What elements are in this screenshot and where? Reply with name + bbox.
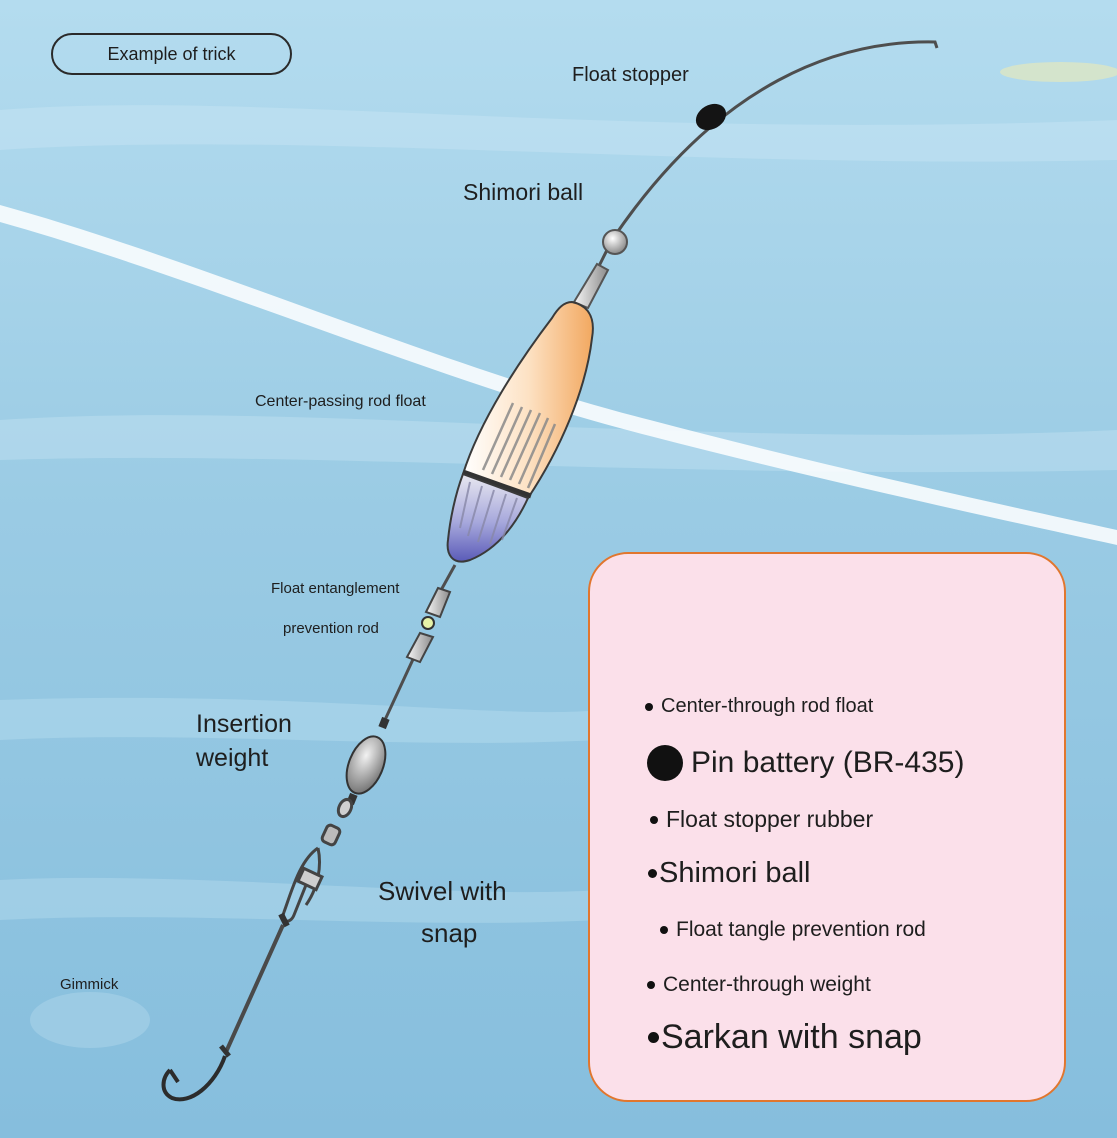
- float-entanglement-prevention-rod: [405, 586, 452, 664]
- insertion-weight: [345, 716, 390, 806]
- legend-item-label: Center-through rod float: [661, 695, 874, 717]
- label-snap: snap: [421, 918, 478, 948]
- label-prevention-rod: prevention rod: [283, 620, 379, 637]
- float-stopper-rubber: [695, 103, 727, 131]
- bullet-icon: [647, 745, 683, 781]
- legend-item-shimori-ball: Shimori ball: [648, 857, 811, 890]
- label-center-passing-rod-float: Center-passing rod float: [255, 393, 426, 410]
- label-insertion: Insertion: [196, 710, 292, 738]
- label-swivel-with: Swivel with: [378, 876, 507, 906]
- label-float-entanglement: Float entanglement: [271, 580, 400, 597]
- legend-item-float-tangle-prevention-rod: Float tangle prevention rod: [650, 918, 926, 942]
- hook: [161, 1055, 227, 1102]
- legend-item-center-through-rod-float: Center-through rod float: [645, 695, 873, 718]
- legend-item-sarkan-with-snap: Sarkan with snap: [648, 1018, 922, 1057]
- shimori-ball: [602, 229, 628, 255]
- bullet-icon: [647, 981, 655, 989]
- legend-item-label: Sarkan with snap: [661, 1018, 922, 1056]
- legend-item-label: Float tangle prevention rod: [676, 918, 926, 941]
- bullet-icon: [648, 1032, 659, 1043]
- legend-item-label: Shimori ball: [659, 857, 811, 889]
- label-shimori-ball: Shimori ball: [463, 179, 584, 205]
- swivel-with-snap: [278, 797, 354, 928]
- legend-item-label: Float stopper rubber: [666, 806, 874, 832]
- bullet-icon: [660, 926, 668, 934]
- label-gimmick: Gimmick: [60, 976, 119, 993]
- label-float-stopper: Float stopper: [572, 64, 689, 86]
- title-pill: Example of trick: [51, 33, 292, 75]
- legend-item-center-through-weight: Center-through weight: [647, 973, 871, 997]
- legend-item-pin-battery: Pin battery (BR-435): [647, 745, 964, 781]
- legend-item-float-stopper-rubber: Float stopper rubber: [650, 806, 873, 833]
- bullet-icon: [645, 702, 653, 711]
- label-weight: weight: [196, 744, 269, 772]
- bullet-icon: [648, 869, 657, 878]
- center-passing-rod-float: [446, 300, 594, 563]
- legend-item-label: Center-through weight: [663, 973, 871, 996]
- legend-box: [588, 552, 1066, 1102]
- legend-item-label: Pin battery (BR-435): [691, 746, 965, 779]
- title-text: Example of trick: [107, 43, 236, 64]
- bullet-icon: [650, 815, 658, 824]
